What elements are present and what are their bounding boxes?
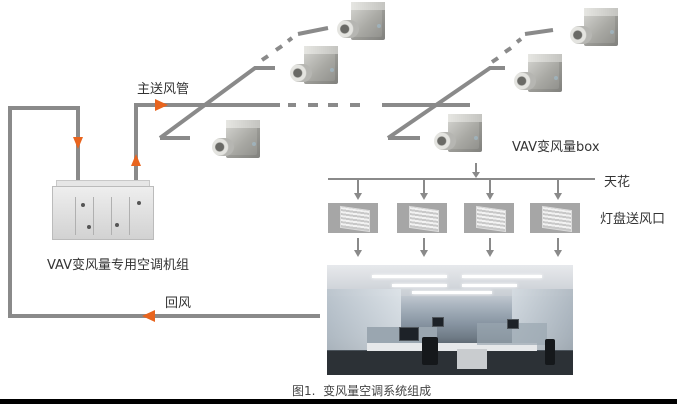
vav-box-unit	[570, 8, 618, 52]
supply-flow-arrow-up	[131, 154, 141, 166]
arrow-down-icon	[420, 193, 428, 200]
return-air-label: 回风	[165, 296, 192, 311]
branch-duct-1	[158, 66, 275, 140]
arrow-down-icon	[554, 193, 562, 200]
arrow-down-icon	[486, 250, 494, 257]
vav-box-unit	[434, 114, 482, 158]
branch2-dash	[490, 56, 500, 64]
arrow-down-icon	[354, 193, 362, 200]
vav-box-unit	[290, 46, 338, 90]
office-photo	[327, 265, 573, 375]
branch2-dash	[524, 28, 554, 36]
light-diffuser	[328, 203, 378, 233]
vav-box-unit	[212, 120, 260, 164]
return-flow-arrow-left	[142, 310, 155, 322]
vav-box-unit	[514, 54, 562, 98]
light-diffuser-label: 灯盘送风口	[600, 212, 666, 227]
branch2-dash	[515, 37, 523, 44]
vav-box-unit	[337, 2, 385, 46]
branch2-dash	[503, 46, 513, 54]
figure-caption: 图1. 变风量空调系统组成	[292, 384, 432, 398]
light-diffuser	[464, 203, 514, 233]
branch1-dash	[286, 36, 294, 43]
arrow-down-icon	[472, 172, 480, 178]
arrow-down-icon	[420, 250, 428, 257]
branch-duct-2	[386, 66, 505, 140]
branch1-dash	[297, 26, 329, 36]
light-diffuser	[530, 203, 580, 233]
bottom-border	[0, 399, 677, 404]
return-duct	[8, 106, 320, 318]
vav-box-label: VAV变风量box	[512, 140, 600, 155]
light-diffuser	[397, 203, 447, 233]
ahu-label: VAV变风量专用空调机组	[47, 258, 190, 273]
arrow-down-icon	[354, 250, 362, 257]
air-handling-unit	[52, 180, 154, 240]
branch1-dash	[260, 54, 270, 62]
arrow-down-icon	[554, 250, 562, 257]
arrow-down-icon	[486, 193, 494, 200]
ceiling-label: 天花	[604, 175, 631, 190]
main-supply-duct-label: 主送风管	[137, 82, 190, 97]
return-flow-arrow-down	[73, 137, 83, 149]
supply-flow-arrow-right	[155, 99, 168, 111]
branch1-dash	[274, 44, 284, 52]
